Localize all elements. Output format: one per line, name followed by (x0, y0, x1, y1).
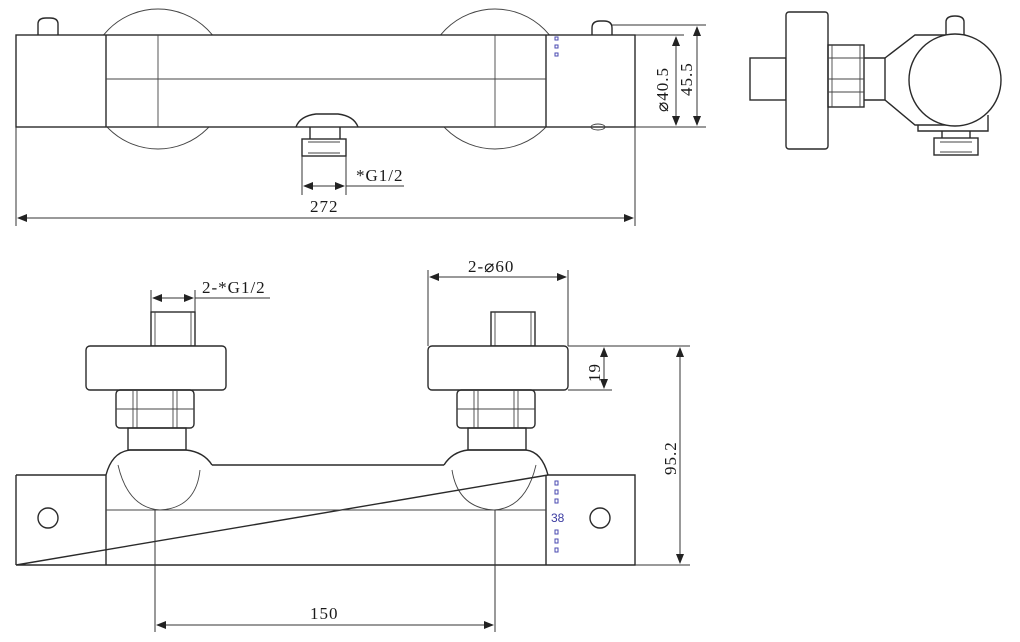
temperature-scale (554, 480, 559, 553)
left-elbow (117, 464, 201, 511)
right-escutcheon (427, 345, 569, 391)
total-length-label: 272 (310, 197, 339, 216)
top-right-knob (591, 20, 613, 35)
body-diameter-label: ⌀40.5 (653, 67, 672, 112)
side-outlet-thread (933, 137, 979, 156)
right-handle-button (589, 507, 611, 529)
top-view: *G1/2 272 ⌀40.5 45.5 (15, 8, 706, 226)
left-inlet (85, 311, 227, 511)
bottom-view: 38 2-*G1/2 2-⌀60 19 95.2 150 (15, 257, 690, 632)
side-handle (908, 33, 1002, 127)
temperature-scale-top (554, 36, 559, 57)
escutcheon-diameter-label: 2-⌀60 (468, 257, 514, 276)
right-inlet (427, 311, 569, 511)
mixer-body-front (15, 34, 636, 128)
left-inlet-thread (150, 311, 196, 347)
side-inlet-pipe (749, 57, 787, 101)
side-nut (827, 44, 865, 108)
outlet-thread (301, 138, 347, 157)
body-height-label: 45.5 (677, 62, 696, 96)
side-view (749, 11, 1002, 156)
top-left-knob (37, 17, 59, 35)
inlet-threads-label: 2-*G1/2 (202, 278, 266, 297)
center-distance-label: 150 (310, 604, 339, 623)
right-inlet-thread (490, 311, 536, 347)
escutcheon-thickness-label: 19 (585, 363, 604, 382)
left-escutcheon (85, 345, 227, 391)
outlet-nozzle (295, 113, 359, 128)
side-top-knob (945, 15, 965, 35)
right-elbow (451, 464, 537, 511)
left-handle-button (37, 507, 59, 529)
total-depth-label: 95.2 (661, 441, 680, 475)
side-escutcheon (785, 11, 829, 150)
outlet-thread-label: *G1/2 (356, 166, 404, 185)
temperature-mark: 38 (551, 511, 565, 525)
